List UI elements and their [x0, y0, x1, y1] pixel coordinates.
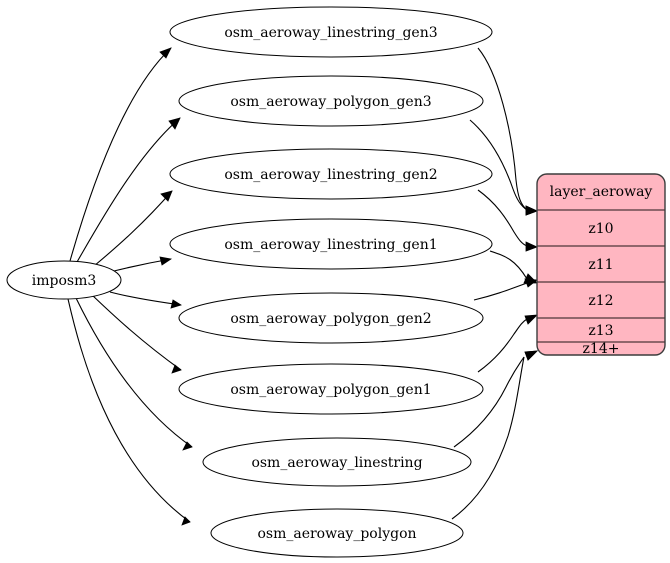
record-outline	[536, 173, 666, 356]
record-row-z11-label[interactable]: z11	[588, 257, 613, 273]
node-osm_aeroway_linestring-label: osm_aeroway_linestring	[251, 455, 422, 471]
edge-linestring-gen3-to-z10	[477, 47, 539, 216]
edge-group-source-to-tables	[67, 47, 193, 526]
edge-imposm3-to-polygon-gen1	[90, 293, 182, 374]
node-osm_aeroway_polygon_gen3-label: osm_aeroway_polygon_gen3	[230, 94, 431, 110]
edge-polygon-gen1-to-z13	[477, 314, 539, 373]
edge-imposm3-to-polygon	[67, 298, 191, 526]
edge-imposm3-to-linestring	[75, 297, 193, 451]
node-imposm3-label: imposm3	[32, 273, 97, 289]
node-osm_aeroway_polygon_gen3-shape[interactable]	[178, 75, 484, 127]
record-row-z12-label[interactable]: z12	[588, 293, 613, 309]
edge-linestring-gen2-to-z11	[477, 189, 539, 252]
edge-imposm3-to-polygon-gen3	[76, 117, 181, 263]
node-osm_aeroway_linestring_gen2-label: osm_aeroway_linestring_gen2	[224, 167, 437, 183]
node-osm_aeroway_polygon_gen2-label: osm_aeroway_polygon_gen2	[230, 311, 431, 327]
node-osm_aeroway_linestring_gen1[interactable]: osm_aeroway_linestring_gen1	[169, 218, 493, 270]
node-osm_aeroway_linestring_gen1-shape[interactable]	[169, 218, 493, 270]
node-layer_aeroway[interactable]: layer_aeroway z10 z11 z12 z13 z14+	[536, 173, 666, 357]
node-osm_aeroway_polygon_gen1-shape[interactable]	[178, 363, 484, 415]
edge-group-tables-to-layer	[451, 47, 539, 520]
record-row-z14-label[interactable]: z14+	[583, 341, 620, 357]
edge-polygon-gen2-to-z12	[473, 278, 539, 301]
edge-imposm3-to-linestring-gen2	[93, 190, 173, 267]
node-osm_aeroway_linestring[interactable]: osm_aeroway_linestring	[202, 437, 472, 487]
node-osm_aeroway_polygon_gen3[interactable]: osm_aeroway_polygon_gen3	[178, 75, 484, 127]
node-osm_aeroway_linestring-shape[interactable]	[202, 437, 472, 487]
edge-imposm3-to-linestring-gen1	[113, 256, 173, 272]
edge-imposm3-to-polygon-gen2	[109, 291, 182, 309]
record-row-header-label: layer_aeroway	[550, 184, 653, 200]
node-osm_aeroway_polygon_gen1[interactable]: osm_aeroway_polygon_gen1	[178, 363, 484, 415]
record-row-z13-label[interactable]: z13	[588, 323, 613, 339]
record-background	[537, 174, 665, 355]
record-row-z10-label[interactable]: z10	[588, 221, 613, 237]
node-osm_aeroway_linestring_gen3-shape[interactable]	[169, 6, 493, 58]
node-osm_aeroway_polygon[interactable]: osm_aeroway_polygon	[210, 508, 464, 558]
edge-polygon-gen3-to-z10	[469, 119, 539, 216]
node-osm_aeroway_linestring_gen3[interactable]: osm_aeroway_linestring_gen3	[169, 6, 493, 58]
node-osm_aeroway_polygon-shape[interactable]	[210, 508, 464, 558]
node-imposm3[interactable]: imposm3	[6, 260, 122, 300]
node-osm_aeroway_linestring_gen3-label: osm_aeroway_linestring_gen3	[224, 25, 437, 41]
node-osm_aeroway_polygon_gen2-shape[interactable]	[178, 292, 484, 344]
node-osm_aeroway_polygon-label: osm_aeroway_polygon	[257, 526, 416, 542]
node-osm_aeroway_linestring_gen2-shape[interactable]	[169, 148, 493, 200]
edge-linestring-gen1-to-z12	[489, 250, 538, 284]
node-imposm3-shape[interactable]	[6, 260, 122, 300]
node-osm_aeroway_polygon_gen1-label: osm_aeroway_polygon_gen1	[230, 382, 431, 398]
edge-imposm3-to-linestring-gen3	[69, 47, 172, 262]
node-osm_aeroway_polygon_gen2[interactable]: osm_aeroway_polygon_gen2	[178, 292, 484, 344]
node-osm_aeroway_linestring_gen1-label: osm_aeroway_linestring_gen1	[224, 237, 437, 253]
edge-polygon-to-z14	[451, 350, 539, 520]
node-osm_aeroway_linestring_gen2[interactable]: osm_aeroway_linestring_gen2	[169, 148, 493, 200]
